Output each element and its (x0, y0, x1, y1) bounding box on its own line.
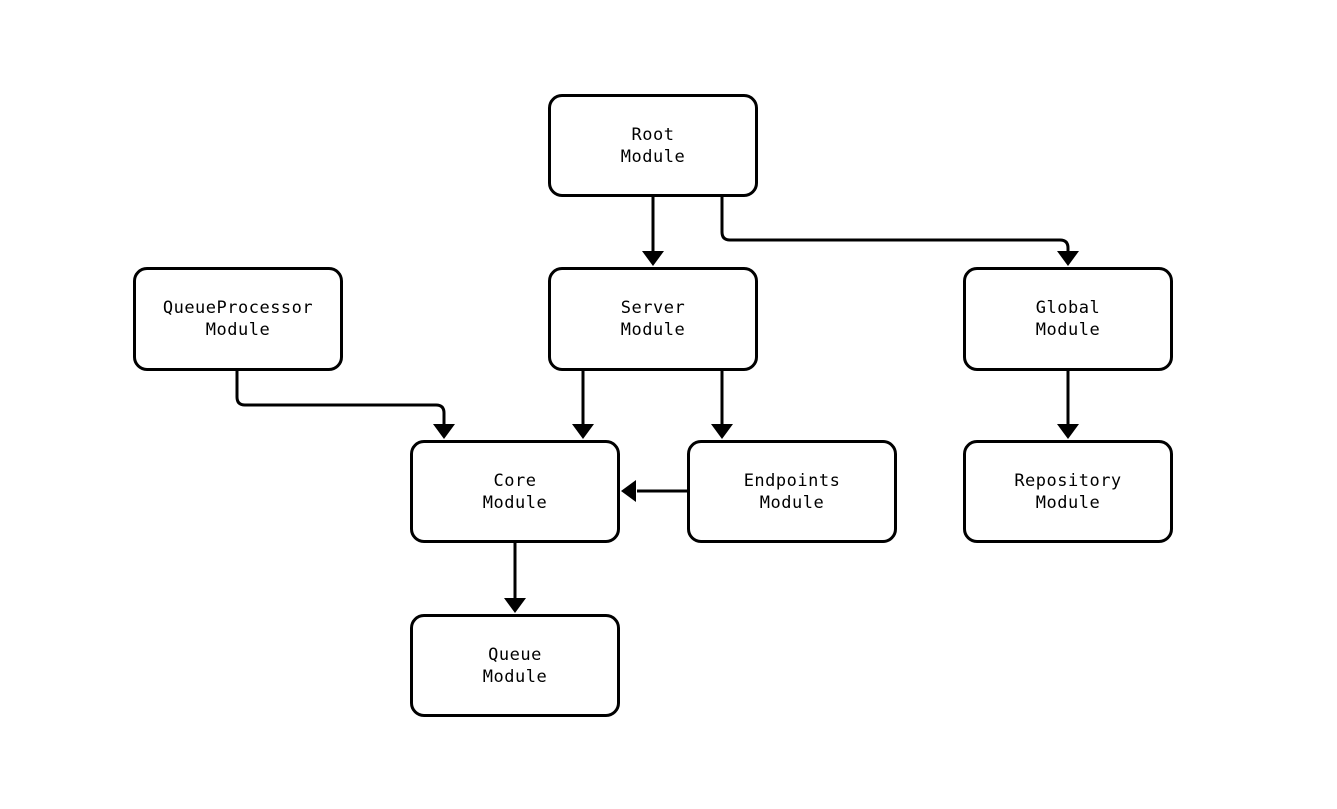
edge-endpoints-to-core (621, 480, 687, 502)
node-label-suffix: Module (620, 146, 686, 167)
arrowhead-icon (642, 251, 664, 266)
node-label-name: QueueProcessor (162, 298, 314, 318)
edge-queueprocessor-to-core (235, 371, 455, 439)
node-label-name: Global (1035, 298, 1101, 318)
edge-server-to-core (572, 371, 594, 439)
arrowhead-icon (504, 598, 526, 613)
node-label-name: Root (631, 124, 675, 145)
edge-root-to-server (642, 197, 664, 266)
edge-line (720, 197, 1070, 253)
node-label-name: Server (620, 298, 686, 318)
node-label-suffix: Module (620, 320, 686, 340)
node-label-suffix: Module (482, 666, 548, 687)
node-label-suffix: Module (205, 320, 271, 340)
edge-core-to-queue (504, 543, 526, 613)
arrowhead-icon (711, 424, 733, 439)
arrowhead-icon (621, 480, 636, 502)
node-label-suffix: Module (1035, 320, 1101, 340)
node-label-name: Repository (1014, 470, 1122, 491)
edge-server-to-endpoints (711, 371, 733, 439)
node-label-suffix: Module (482, 492, 548, 513)
arrowhead-icon (433, 424, 455, 439)
arrowhead-icon (1057, 251, 1079, 266)
node-label-name: Endpoints (743, 470, 841, 491)
edges-group (235, 197, 1079, 613)
edge-root-to-global (720, 197, 1079, 266)
node-label-name: Queue (488, 644, 542, 665)
node-label-suffix: Module (1035, 492, 1101, 513)
arrowhead-icon (1057, 424, 1079, 439)
arrowhead-icon (572, 424, 594, 439)
node-label-suffix: Module (759, 492, 825, 513)
edge-line (235, 371, 446, 426)
edge-global-to-repository (1057, 371, 1079, 439)
node-label-name: Core (493, 470, 537, 491)
